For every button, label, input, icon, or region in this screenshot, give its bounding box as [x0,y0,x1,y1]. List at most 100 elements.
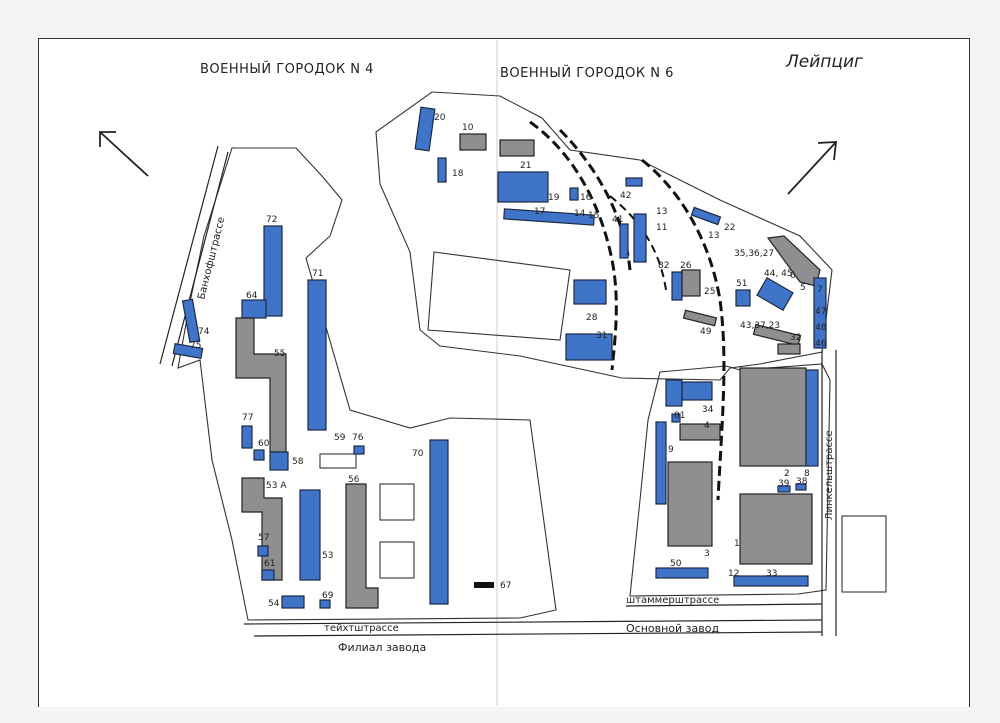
building-67 [474,582,494,588]
building-21-annex [499,139,535,157]
label-42: 42 [620,191,631,201]
building-81 [671,413,681,423]
building-64 [241,299,267,319]
label-54: 54 [268,599,280,609]
label-49: 49 [700,327,712,337]
label-20: 20 [434,113,446,123]
ground-block [379,541,415,579]
building-26 [681,269,701,297]
building-53a [241,477,283,581]
label-2: 2 [784,469,790,479]
label-77: 77 [242,413,253,423]
label-64: 64 [246,291,258,301]
building-49 [682,309,718,327]
plant-boundary [629,363,831,597]
label-14: 14 [574,209,586,219]
label-21: 21 [520,161,531,171]
building-10 [459,133,487,151]
building-51 [735,289,751,307]
building-22 [690,206,722,226]
building-82 [671,271,683,301]
label-59: 59 [334,433,346,443]
building-33 [733,575,809,587]
label-51: 51 [736,279,747,289]
label-69: 69 [322,591,334,601]
building-69 [319,599,331,609]
label-11: 11 [656,223,667,233]
label-39: 39 [778,479,790,489]
building-50 [655,567,709,579]
title-garrison-4: ВОЕННЫЙ ГОРОДОК N 4 [200,62,374,77]
title-city: Лейпциг [786,52,863,72]
label-31: 31 [596,331,607,341]
building-75 [172,342,204,360]
label-72: 72 [266,215,277,225]
label-44-45: 44, 45 [764,269,793,279]
building-20 [414,106,436,152]
label-38: 38 [796,477,808,487]
label-16: 16 [580,193,592,203]
label-48: 48 [815,323,827,333]
garrison-4-boundary [177,147,557,621]
building-74 [181,298,201,344]
label-22: 22 [724,223,735,233]
building-1 [739,493,813,565]
building-54 [281,595,305,609]
building-4445 [756,277,794,311]
building-72 [263,225,283,317]
label-60: 60 [258,439,270,449]
label-35-36-27: 35,36,27 [734,249,774,259]
sports-ground [427,251,571,341]
building-56 [345,483,379,609]
title-garrison-6: ВОЕННЫЙ ГОРОДОК N 6 [500,66,674,81]
label-74: 74 [198,327,210,337]
building-53 [299,489,321,581]
label-43-37-23: 43,37,23 [740,321,780,331]
building-70 [429,439,449,605]
label-7: 7 [817,285,823,295]
building-61 [261,569,275,581]
building-47-48-46 [813,277,827,349]
building-31 [565,333,613,361]
label-81: 81 [674,411,685,421]
label-25: 25 [704,287,715,297]
label-61: 61 [264,559,275,569]
label-13b: 13 [708,231,719,241]
building-38 [795,483,807,491]
building-60 [253,449,265,461]
area-main-plant: Основной завод [626,622,719,635]
building-57 [257,545,269,557]
label-19: 19 [548,193,560,203]
building-34 [681,381,713,401]
building-71 [307,279,327,431]
label-4: 4 [704,421,710,431]
label-53a: 53 А [266,481,287,491]
area-filial: Филиал завода [338,641,426,654]
label-5: 5 [800,283,806,293]
building-32 [777,343,801,355]
building-9 [655,421,667,505]
garrison-6-boundary [375,91,833,381]
label-15: 15 [588,211,599,221]
label-17: 17 [534,207,545,217]
label-34: 34 [702,405,714,415]
building-8 [805,369,819,467]
label-53: 53 [322,551,333,561]
ground-block [379,483,415,521]
building-18 [437,157,447,183]
label-76: 76 [352,433,364,443]
building-4 [679,423,721,441]
street-stammerstrasse: штаммерштрассе [626,595,719,606]
label-55: 55 [274,349,285,359]
street-linkelstrasse: Линкельштрассе [824,430,835,520]
label-1: 1 [734,539,740,549]
label-70: 70 [412,449,424,459]
label-13a: 13 [656,207,667,217]
label-6: 6 [790,271,796,281]
label-47: 47 [815,307,826,317]
building-77 [241,425,253,449]
label-46: 46 [815,339,827,349]
label-26: 26 [680,261,692,271]
building-39 [777,485,791,493]
streets [159,145,837,637]
